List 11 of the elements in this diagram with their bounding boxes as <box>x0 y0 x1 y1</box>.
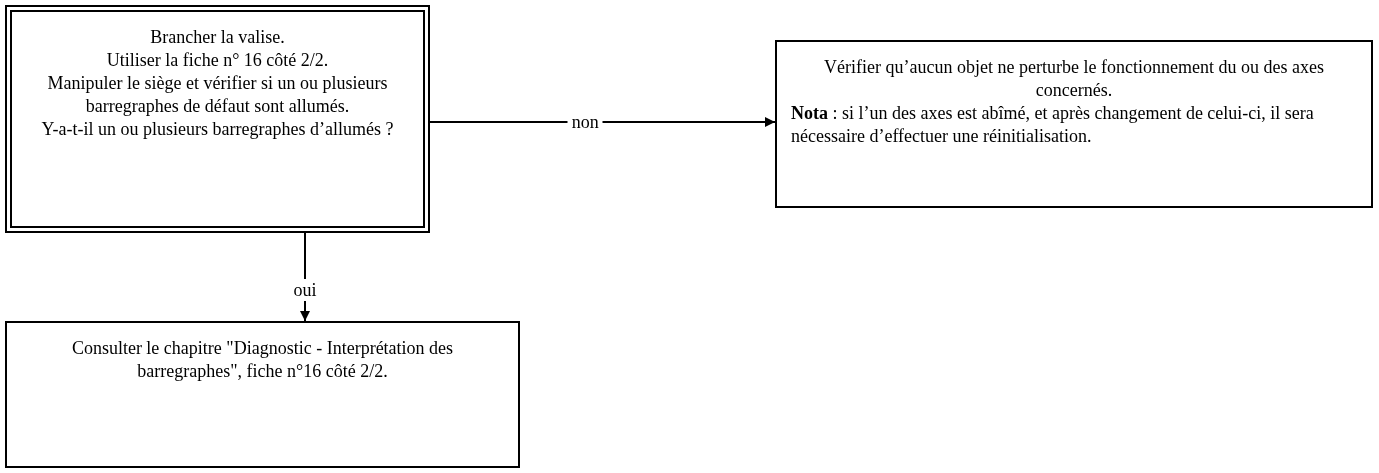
box-text: Vérifier qu’aucun objet ne perturbe le fonctionnement du ou des axes concernés. <box>823 56 1325 102</box>
arrow <box>429 117 776 127</box>
box-text: Brancher la valise. <box>149 26 286 49</box>
box-text: Nota : si l’un des axes est abîmé, et après changement de celui-ci, il sera nécessaire d’effectuer une réinitialisation. <box>791 102 1315 148</box>
box-text: Utiliser la fiche n° 16 côté 2/2. <box>105 49 330 72</box>
process-box <box>775 40 1373 208</box>
box-text: Consulter le chapitre "Diagnostic - Interprétation des barregraphes", fiche n°16 côté 2/2. <box>70 337 455 383</box>
process-box <box>5 5 430 233</box>
process-box <box>5 321 520 468</box>
box-text: Manipuler le siège et vérifier si un ou plusieurs barregraphes de défaut sont allumés. <box>46 72 389 118</box>
box-text: Y-a-t-il un ou plusieurs barregraphes d’allumés ? <box>40 118 395 141</box>
